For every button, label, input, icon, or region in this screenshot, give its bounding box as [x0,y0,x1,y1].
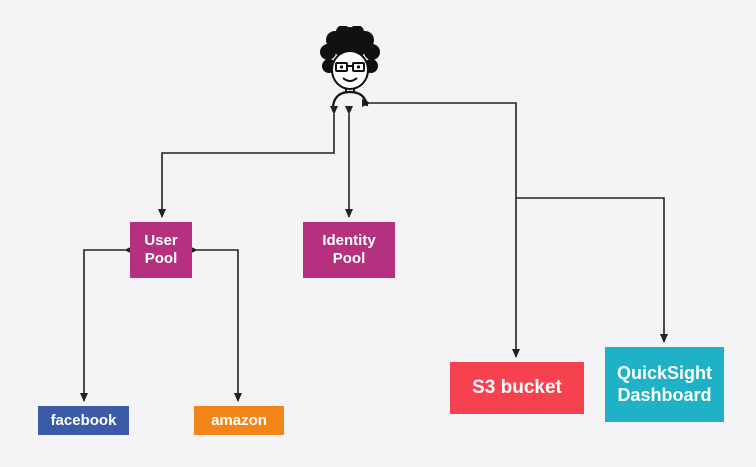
s3-bucket-box: S3 bucket [450,362,584,414]
identity-pool-label: Identity Pool [322,232,376,267]
user-avatar-icon [320,26,380,107]
amazon-box: amazon [194,406,284,435]
user-pool-box: User Pool [130,222,192,278]
facebook-box: facebook [38,406,129,435]
user-pool-label: User Pool [144,232,178,267]
facebook-label: facebook [50,411,117,429]
edge-user-s3 [362,99,520,358]
edge-userpool-facebook [80,246,133,402]
quicksight-dashboard-box: QuickSight Dashboard [605,347,724,422]
edge-user-userpool [158,106,338,218]
identity-pool-box: Identity Pool [303,222,395,278]
s3-bucket-label: S3 bucket [472,376,562,398]
edge-user-quicksight [516,197,668,343]
quicksight-dashboard-label: QuickSight Dashboard [616,362,712,405]
amazon-label: amazon [211,411,267,429]
edge-userpool-amazon [189,246,242,402]
